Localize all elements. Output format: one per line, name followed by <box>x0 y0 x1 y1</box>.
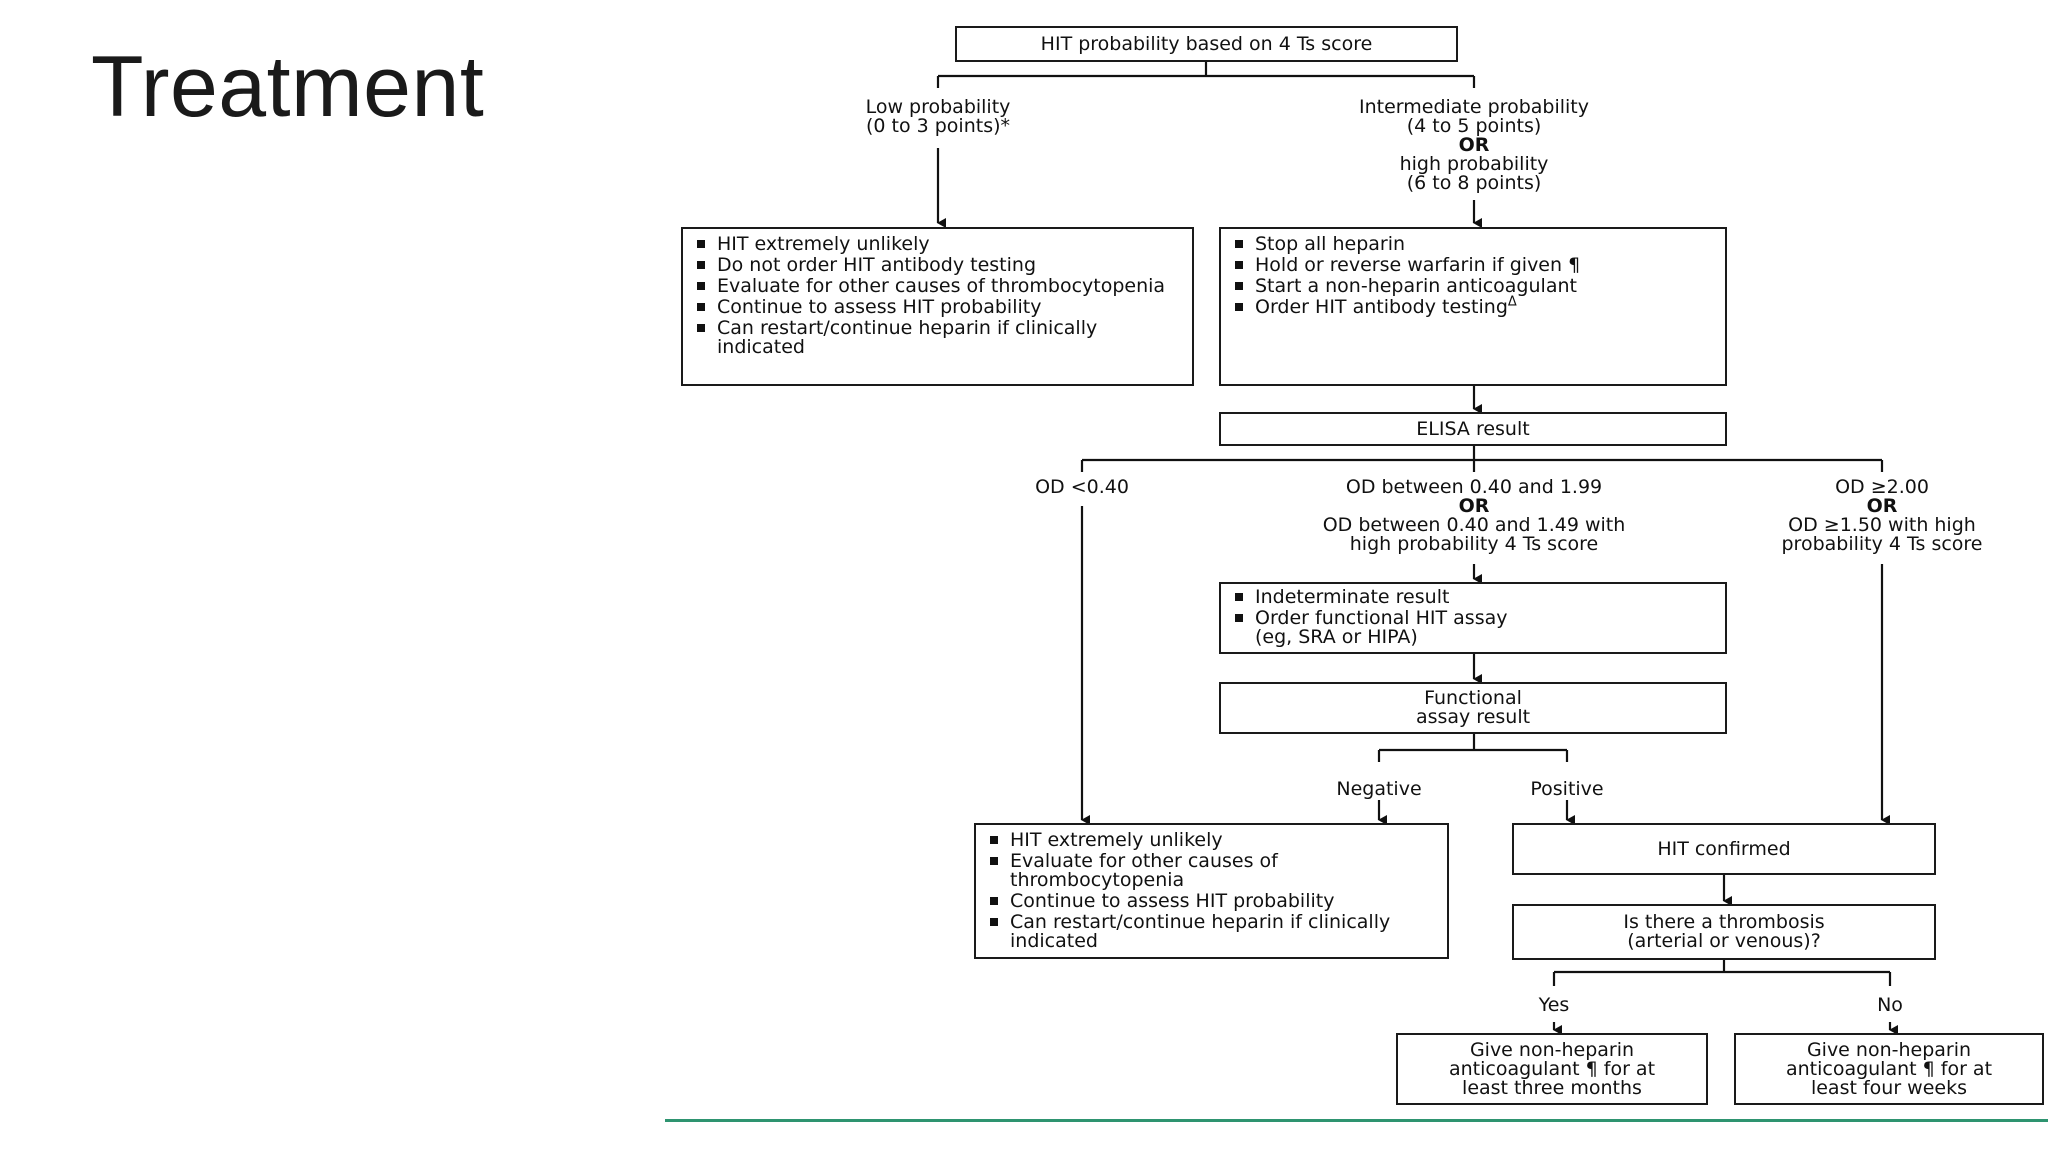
low-item: Evaluate for other causes of thrombocyto… <box>695 277 1184 296</box>
low-item: Can restart/continue heparin if clinical… <box>695 319 1184 357</box>
no-outcome-line3: least four weeks <box>1810 1076 1967 1099</box>
low-probability-line1: Low probability <box>865 96 1011 118</box>
delta-footnote-mark: Δ <box>1507 294 1517 310</box>
od-high-line3: probability 4 Ts score <box>1781 533 1983 555</box>
low-probability-list: HIT extremely unlikely Do not order HIT … <box>683 229 1192 357</box>
functional-assay-box: Functional assay result <box>1219 682 1727 734</box>
od-mid-label: OD between 0.40 and 1.99 OR OD between 0… <box>1284 478 1664 554</box>
thrombosis-line1: Is there a thrombosis <box>1623 911 1825 933</box>
flowchart-connectors <box>936 62 1898 1035</box>
elisa-result-label: ELISA result <box>1416 417 1530 440</box>
od-high-line2: OD ≥1.50 with high <box>1788 514 1976 536</box>
yes-outcome-line2: anticoagulant ¶ for at <box>1448 1057 1656 1080</box>
positive-label: Positive <box>1530 778 1604 800</box>
unlikely-item: Can restart/continue heparin if clinical… <box>988 913 1439 951</box>
no-outcome-line1: Give non-heparin <box>1806 1038 1972 1061</box>
low-item: Do not order HIT antibody testing <box>695 256 1184 275</box>
hit-flowchart: HIT probability based on 4 Ts score Low … <box>670 20 2048 1130</box>
hit-probability-box: HIT probability based on 4 Ts score <box>955 26 1458 62</box>
hit-unlikely-list: HIT extremely unlikely Evaluate for othe… <box>976 825 1447 951</box>
indeterminate-box: Indeterminate result Order functional HI… <box>1219 582 1727 654</box>
no-label: No <box>1877 994 1903 1016</box>
low-item: HIT extremely unlikely <box>695 235 1184 254</box>
slide-title: Treatment <box>91 39 485 135</box>
intermediate-line4: (6 to 8 points) <box>1406 172 1542 194</box>
intermediate-item: Start a non-heparin anticoagulant <box>1233 277 1717 296</box>
low-probability-label: Low probability (0 to 3 points)* <box>818 98 1058 136</box>
yes-label: Yes <box>1538 994 1570 1016</box>
functional-line2: assay result <box>1415 706 1531 728</box>
antibody-testing-text: Order HIT antibody testing <box>1255 296 1508 318</box>
hit-probability-label: HIT probability based on 4 Ts score <box>1040 32 1373 55</box>
intermediate-item: Order HIT antibody testingΔ <box>1233 294 1717 318</box>
intermediate-line3: high probability <box>1399 153 1549 175</box>
bottom-rule-line <box>665 1119 2048 1122</box>
od-low-label: OD <0.40 <box>1035 476 1129 498</box>
hit-confirmed-label: HIT confirmed <box>1657 837 1791 860</box>
low-item: Continue to assess HIT probability <box>695 298 1184 317</box>
indeterminate-item: Indeterminate result <box>1233 588 1717 607</box>
intermediate-or: OR <box>1458 134 1490 156</box>
intermediate-item: Hold or reverse warfarin if given ¶ <box>1233 256 1717 275</box>
od-high-line1: OD ≥2.00 <box>1835 476 1929 498</box>
od-mid-line3: high probability 4 Ts score <box>1349 533 1599 555</box>
hit-confirmed-box: HIT confirmed <box>1512 823 1936 875</box>
intermediate-action-box: Stop all heparin Hold or reverse warfari… <box>1219 227 1727 386</box>
unlikely-item: HIT extremely unlikely <box>988 831 1439 850</box>
functional-line1: Functional <box>1424 687 1522 709</box>
yes-outcome-box: Give non-heparin anticoagulant ¶ for at … <box>1396 1033 1708 1105</box>
no-outcome-line2: anticoagulant ¶ for at <box>1785 1057 1993 1080</box>
hit-unlikely-box: HIT extremely unlikely Evaluate for othe… <box>974 823 1449 959</box>
unlikely-item: Evaluate for other causes of thrombocyto… <box>988 852 1439 890</box>
negative-label: Negative <box>1336 778 1422 800</box>
od-high-or: OR <box>1866 495 1898 517</box>
od-high-label: OD ≥2.00 OR OD ≥1.50 with high probabili… <box>1732 478 2032 554</box>
yes-outcome-line3: least three months <box>1462 1076 1642 1099</box>
intermediate-line2: (4 to 5 points) <box>1406 115 1542 137</box>
indeterminate-item: Order functional HIT assay (eg, SRA or H… <box>1233 609 1545 647</box>
thrombosis-question-box: Is there a thrombosis (arterial or venou… <box>1512 904 1936 960</box>
od-mid-line1: OD between 0.40 and 1.99 <box>1345 476 1603 498</box>
intermediate-item: Stop all heparin <box>1233 235 1717 254</box>
low-probability-box: HIT extremely unlikely Do not order HIT … <box>681 227 1194 386</box>
yes-outcome-line1: Give non-heparin <box>1469 1038 1635 1061</box>
elisa-result-box: ELISA result <box>1219 412 1727 446</box>
intermediate-line1: Intermediate probability <box>1359 96 1589 118</box>
low-probability-line2: (0 to 3 points)* <box>865 115 1011 137</box>
unlikely-item: Continue to assess HIT probability <box>988 892 1439 911</box>
od-mid-or: OR <box>1458 495 1490 517</box>
no-outcome-box: Give non-heparin anticoagulant ¶ for at … <box>1734 1033 2044 1105</box>
indeterminate-list: Indeterminate result Order functional HI… <box>1221 584 1725 647</box>
intermediate-list: Stop all heparin Hold or reverse warfari… <box>1221 229 1725 317</box>
thrombosis-line2: (arterial or venous)? <box>1627 930 1821 952</box>
intermediate-probability-label: Intermediate probability (4 to 5 points)… <box>1304 98 1644 193</box>
od-mid-line2: OD between 0.40 and 1.49 with <box>1322 514 1626 536</box>
